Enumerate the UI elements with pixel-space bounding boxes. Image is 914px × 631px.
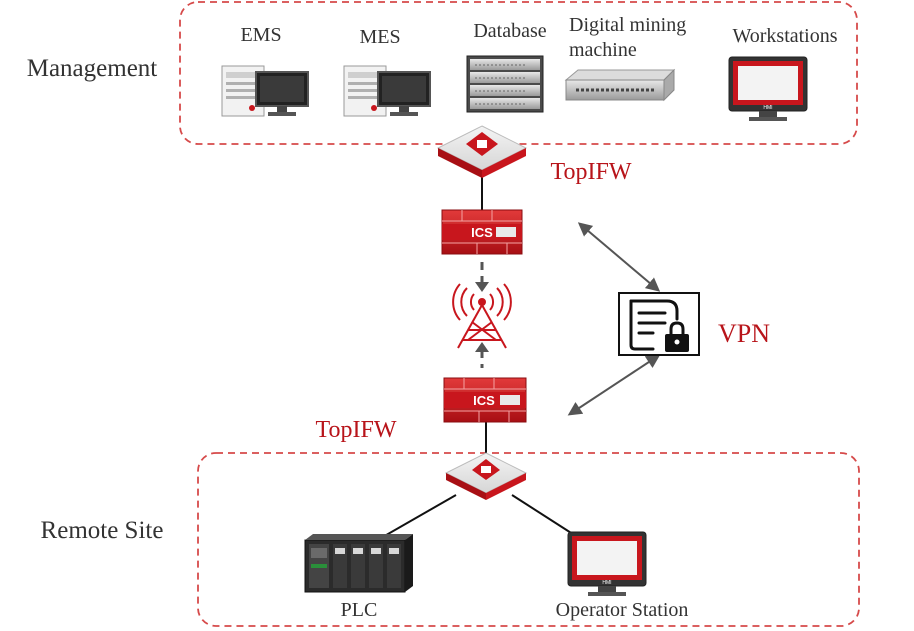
topifw-bottom-label: TopIFW [316,417,397,443]
digital-mining-label-line1: Digital mining [569,14,686,36]
mes-label: MES [359,26,400,48]
hmi-monitor-icon: HMI [567,531,647,596]
rack-unit-icon [564,68,676,102]
topifw-top-label: TopIFW [551,159,632,185]
arrowhead-up [475,342,489,352]
vpn-link-upper [577,222,661,292]
industrial-firewall-icon [444,452,528,500]
workstations-label: Workstations [732,25,837,47]
server-with-monitor-icon [343,65,431,117]
radio-tower-icon [452,283,512,349]
hmi-badge: HMI [602,580,611,586]
management-region [179,1,858,145]
hmi-badge: HMI [763,105,772,111]
management-label: Management [27,55,158,82]
operator-station-label: Operator Station [556,599,689,621]
remote-site-label: Remote Site [41,517,164,544]
ics-firewall-icon: ICS [441,209,523,255]
vpn-label: VPN [718,319,770,348]
plc-icon [304,534,413,593]
arrowhead-down [475,282,489,292]
database-label: Database [473,20,546,42]
link-topifw-plc [380,494,457,539]
industrial-firewall-icon [436,125,528,178]
plc-label: PLC [341,599,378,621]
ics-firewall-icon: ICS [443,377,527,423]
hmi-monitor-icon: HMI [728,56,808,121]
ems-label: EMS [240,24,281,46]
document-lock-icon [629,299,689,352]
link-topifw-operator [511,494,580,539]
vpn-icon-box [618,292,700,356]
digital-mining-label-line2: machine [569,39,637,61]
ics-top-label: ICS [471,225,493,240]
vpn-link-lower [567,354,661,416]
rack-server-icon [466,55,544,113]
ics-bottom-label: ICS [473,393,495,408]
remote-site-region [197,452,860,627]
server-with-monitor-icon [221,65,309,117]
